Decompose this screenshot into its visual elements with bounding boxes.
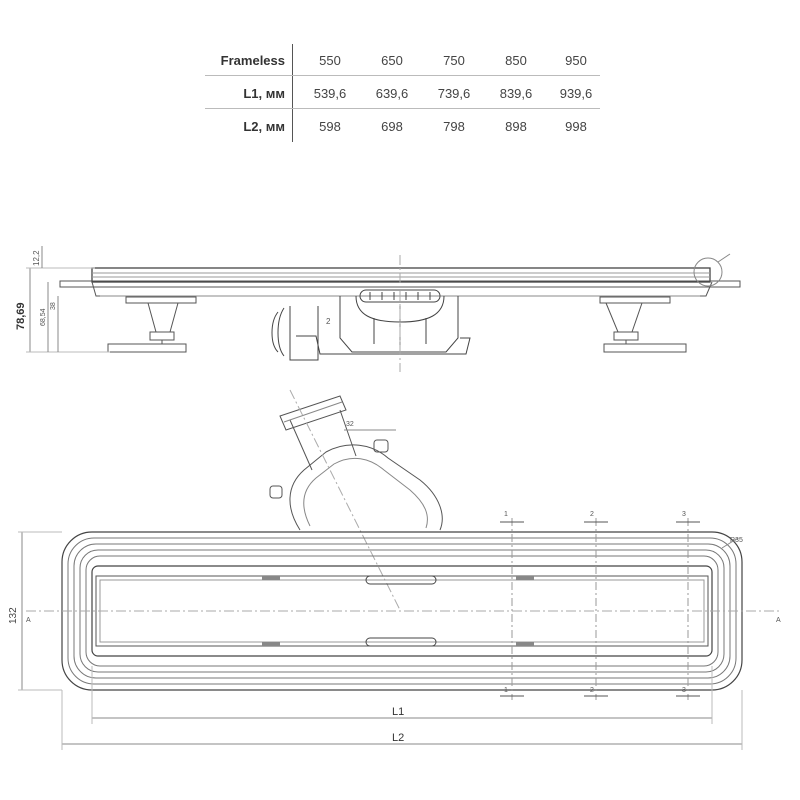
row-header-l2: L2, мм (243, 119, 285, 134)
outlet-dim-label: 32 (346, 421, 354, 428)
channel-body (91, 281, 713, 297)
table-cell: 950 (565, 53, 587, 68)
gap-label: 2 (326, 317, 331, 326)
foot-plate (599, 296, 671, 304)
section-markers (500, 521, 700, 697)
flange (59, 280, 741, 288)
spec-table: Frameless L1, мм L2, мм 550 650 750 850 … (0, 0, 800, 150)
flange-rib (67, 537, 737, 685)
section-label-3: 3 (682, 511, 686, 518)
table-cell: 750 (443, 53, 465, 68)
drain-slot (365, 637, 437, 647)
outlet-pipe (289, 306, 319, 361)
section-label-2: 2 (590, 511, 594, 518)
axis-label-left: A (26, 617, 31, 624)
siphon-housing (289, 444, 443, 531)
height-total-label: 78,69 (15, 302, 27, 330)
width-dimension (18, 531, 62, 691)
table-cell: 639,6 (375, 86, 409, 101)
row-header-l1: L1, мм (243, 86, 285, 101)
drain-slot (365, 575, 437, 585)
axis-label-right: A (776, 617, 781, 624)
siphon-grid (359, 289, 441, 303)
length-dimensions (61, 666, 743, 750)
callout-leader (717, 253, 731, 263)
radius-leader (721, 537, 739, 549)
right-foot (599, 296, 687, 353)
grate-clip (516, 642, 534, 646)
outlet-top (269, 389, 443, 611)
table-cell: 598 (319, 119, 341, 134)
detail-callout (693, 257, 723, 287)
table-cell: 650 (381, 53, 403, 68)
siphon-wall (373, 318, 427, 344)
foot-plate (125, 296, 197, 304)
outlet-pipe (289, 409, 357, 471)
outlet-ring (279, 395, 347, 431)
grate-profile (91, 267, 711, 283)
table-cell: 898 (505, 119, 527, 134)
siphon-section (271, 289, 471, 361)
table-row-divider (205, 75, 600, 76)
foot-base (107, 343, 187, 353)
height-dimensions (26, 246, 110, 353)
row-header-frameless: Frameless (220, 53, 285, 68)
siphon-outer (339, 296, 459, 353)
mount-lug (373, 439, 389, 453)
l1-label: L1 (392, 706, 404, 718)
section-label-2: 2 (590, 687, 594, 694)
foot-base (603, 343, 687, 353)
table-cell: 939,6 (559, 86, 593, 101)
section-label-1: 1 (504, 511, 508, 518)
foot-leg (605, 302, 643, 333)
grate-clip (262, 576, 280, 580)
outlet-axis (289, 389, 401, 611)
width-label: 132 (8, 607, 19, 624)
mount-lug (269, 485, 283, 499)
outlet-ring-inner (283, 401, 343, 423)
table-cell: 798 (443, 119, 465, 134)
table-cell: 998 (565, 119, 587, 134)
grate-clip (516, 576, 534, 580)
radius-label: R35 (730, 537, 743, 544)
height-top-label: 12,2 (32, 250, 41, 266)
side-view: 2 78,69 12,2 68,54 38 (15, 246, 741, 372)
left-foot (107, 296, 197, 353)
table-vertical-divider (292, 44, 293, 142)
foot-leg (147, 302, 179, 333)
section-lines (511, 518, 689, 700)
outlet-flange (271, 311, 279, 353)
table-cell: 698 (381, 119, 403, 134)
table-cell: 839,6 (499, 86, 533, 101)
section-label-3: 3 (682, 687, 686, 694)
section-label-1: 1 (504, 687, 508, 694)
foot-nut (613, 331, 639, 341)
height-inner-b-label: 38 (50, 302, 57, 310)
table-cell: 850 (505, 53, 527, 68)
foot-nut (149, 331, 175, 341)
siphon-outlet (296, 335, 471, 355)
grate-clip (262, 642, 280, 646)
table-cell: 539,6 (313, 86, 347, 101)
l2-label: L2 (392, 732, 404, 744)
table-row-divider (205, 108, 600, 109)
siphon-housing-inner (303, 457, 428, 529)
outlet-flange (277, 307, 285, 357)
table-cell: 739,6 (437, 86, 471, 101)
top-view: 32 (8, 389, 781, 750)
height-inner-a-label: 68,54 (40, 308, 47, 326)
table-cell: 550 (319, 53, 341, 68)
